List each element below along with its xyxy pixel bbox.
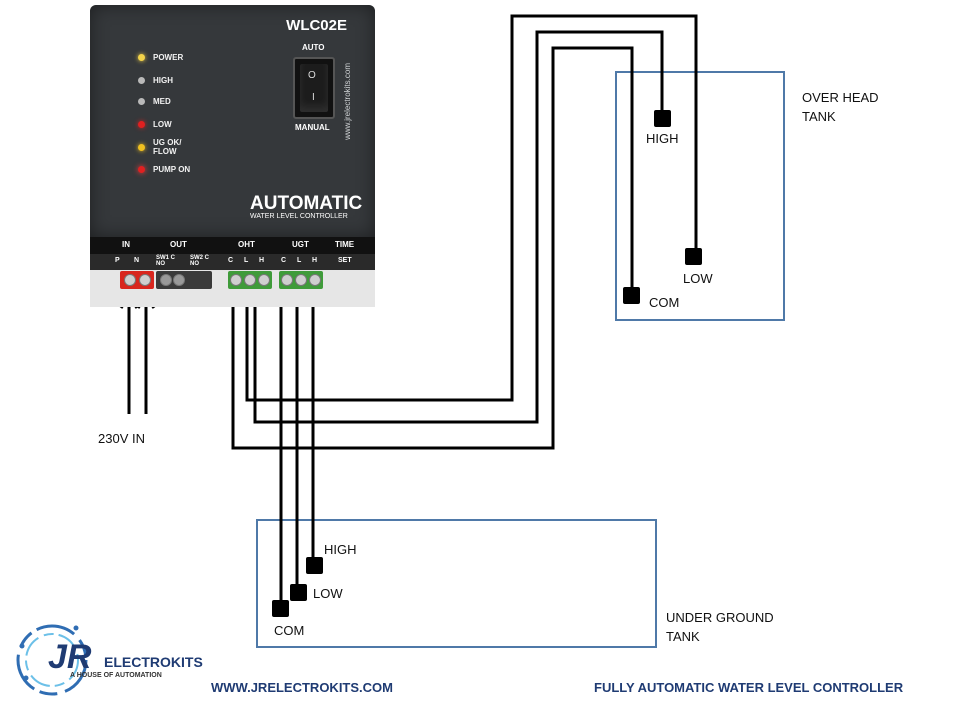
led-row-med: MED xyxy=(138,97,171,106)
terminal-label-oht-c: C xyxy=(228,257,234,264)
header-oht: OHT xyxy=(238,240,255,249)
terminal-screw-oht-c[interactable] xyxy=(230,274,242,286)
terminal-label-n: N xyxy=(134,257,140,264)
pump-on-led-icon xyxy=(138,166,145,173)
jr-electrokits-logo: JR ELECTROKITS A HOUSE OF AUTOMATION xyxy=(14,616,204,706)
logo-mark: JR xyxy=(48,638,92,676)
underground-tank-title: UNDER GROUND TANK xyxy=(666,610,774,644)
switch-auto-label: AUTO xyxy=(302,43,325,52)
terminal-label-oht-l: L xyxy=(244,257,249,264)
led-row-ug-ok: UG OK/ FLOW xyxy=(138,138,193,156)
oht-com-probe xyxy=(623,287,640,304)
terminal-label-ugt-c: C xyxy=(281,257,287,264)
low-led-icon xyxy=(138,121,145,128)
terminal-screw-sw1-c[interactable] xyxy=(160,274,172,286)
auto-manual-switch[interactable]: O I xyxy=(293,57,335,119)
terminal-screw-ugt-c[interactable] xyxy=(281,274,293,286)
switch-on-symbol: O xyxy=(308,70,316,81)
oht-low-probe xyxy=(685,248,702,265)
ugt-com-probe xyxy=(272,600,289,617)
terminal-screw-oht-l[interactable] xyxy=(244,274,256,286)
led-label-ug-ok: UG OK/ FLOW xyxy=(153,138,182,156)
brand-title: AUTOMATIC xyxy=(250,193,363,214)
oht-high-probe xyxy=(654,110,671,127)
oht-terminal-block xyxy=(228,271,272,289)
terminal-screw-p[interactable] xyxy=(124,274,136,286)
terminal-screw-sw1-no[interactable] xyxy=(173,274,185,286)
header-in: IN xyxy=(122,240,130,249)
brand-subtitle: WATER LEVEL CONTROLLER xyxy=(250,213,348,220)
terminal-screw-oht-h[interactable] xyxy=(258,274,270,286)
oht-low-label: LOW xyxy=(683,271,713,286)
switch-rocker[interactable]: O I xyxy=(300,64,328,112)
power-led-icon xyxy=(138,54,145,61)
oht-com-wire xyxy=(231,46,634,450)
oht-high-wire xyxy=(253,30,664,424)
overhead-tank-title: OVER HEAD TANK xyxy=(802,90,879,124)
ugt-terminal-block xyxy=(279,271,323,289)
switch-manual-label: MANUAL xyxy=(295,123,330,132)
terminal-label-sw1: SW1 C NO xyxy=(156,255,176,267)
ugt-high-probe xyxy=(306,557,323,574)
led-row-pump-on: PUMP ON xyxy=(138,165,190,174)
header-ugt: UGT xyxy=(292,240,309,249)
header-out: OUT xyxy=(170,240,187,249)
underground-tank-outline xyxy=(256,519,657,648)
led-row-low: LOW xyxy=(138,120,172,129)
overhead-tank-outline xyxy=(615,71,785,321)
power-input-label: 230V IN xyxy=(98,431,145,446)
terminal-screw-n[interactable] xyxy=(139,274,151,286)
header-time: TIME xyxy=(335,240,355,249)
terminal-label-sw2: SW2 C NO xyxy=(190,255,210,267)
ugt-com-label: COM xyxy=(274,623,305,638)
input-terminal-block xyxy=(120,271,154,289)
ugt-high-label: HIGH xyxy=(324,542,357,557)
terminal-label-bar: P N SW1 C NO SW2 C NO C L H C L H SET xyxy=(90,254,375,270)
logo-tagline: A HOUSE OF AUTOMATION xyxy=(70,672,162,679)
logo-name: ELECTROKITS xyxy=(104,654,203,670)
ugt-low-label: LOW xyxy=(313,586,343,601)
ugt-low-probe xyxy=(290,584,307,601)
terminal-label-ugt-l: L xyxy=(297,257,302,264)
oht-com-label: COM xyxy=(649,295,680,310)
terminal-label-p: P xyxy=(115,257,120,264)
model-number: WLC02E xyxy=(286,17,347,34)
terminal-label-ugt-h: H xyxy=(312,257,318,264)
med-led-icon xyxy=(138,98,145,105)
led-label-high: HIGH xyxy=(153,76,173,85)
ug-ok-led-icon xyxy=(138,143,145,151)
terminal-header-bar: IN OUT OHT UGT TIME xyxy=(90,237,375,254)
led-row-power: POWER xyxy=(138,53,183,62)
controller-front-panel: WLC02E AUTO O I MANUAL www.jrelectrokits… xyxy=(90,5,375,237)
terminal-label-oht-h: H xyxy=(259,257,265,264)
led-label-power: POWER xyxy=(153,53,184,62)
output-terminal-block xyxy=(156,271,212,289)
high-led-icon xyxy=(138,77,145,84)
terminal-screw-ugt-h[interactable] xyxy=(309,274,321,286)
led-row-high: HIGH xyxy=(138,76,173,85)
oht-high-label: HIGH xyxy=(646,131,679,146)
footer-caption: FULLY AUTOMATIC WATER LEVEL CONTROLLER xyxy=(594,680,904,695)
terminal-label-set: SET xyxy=(338,257,352,264)
footer-website: WWW.JRELECTROKITS.COM xyxy=(211,680,393,695)
controller-device: WLC02E AUTO O I MANUAL www.jrelectrokits… xyxy=(90,5,375,307)
switch-off-symbol: I xyxy=(312,92,315,103)
led-label-med: MED xyxy=(153,97,171,106)
vertical-website-label: www.jrelectrokits.com xyxy=(343,63,352,140)
led-label-pump-on: PUMP ON xyxy=(153,165,191,174)
terminal-screw-ugt-l[interactable] xyxy=(295,274,307,286)
oht-low-wire xyxy=(245,14,698,402)
led-label-low: LOW xyxy=(153,120,172,129)
logo-circuit-icon xyxy=(16,624,88,696)
